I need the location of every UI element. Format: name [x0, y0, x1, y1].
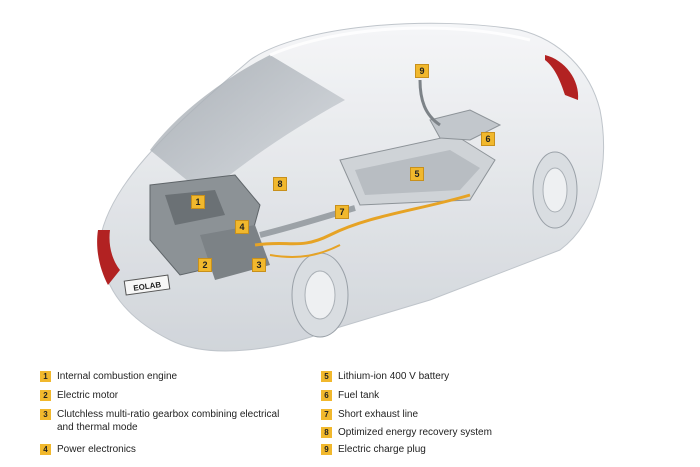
- legend-number: 6: [321, 390, 332, 401]
- legend-item-2: 2 Electric motor: [40, 389, 118, 402]
- legend-item-1: 1 Internal combustion engine: [40, 370, 177, 383]
- rear-wheel: [532, 151, 578, 229]
- legend-item-4: 4 Power electronics: [40, 443, 136, 456]
- front-headlight: [97, 230, 120, 285]
- callout-8: 8: [274, 178, 286, 190]
- legend-label: Electric charge plug: [338, 444, 426, 455]
- legend-number: 2: [40, 390, 51, 401]
- rear-taillight: [545, 55, 579, 100]
- license-plate: EOLAB: [123, 274, 171, 296]
- callout-9: 9: [416, 65, 428, 77]
- legend-label: Clutchless multi-ratio gearbox combining…: [57, 409, 280, 420]
- hv-cable-2: [269, 244, 341, 258]
- callout-1: 1: [192, 196, 204, 208]
- license-plate-text: EOLAB: [133, 280, 162, 293]
- legend-number: 3: [40, 409, 51, 420]
- windshield: [150, 55, 345, 195]
- legend-item-6: 6 Fuel tank: [321, 389, 379, 402]
- legend-label: Lithium-ion 400 V battery: [338, 371, 450, 382]
- front-wheel: [291, 252, 349, 338]
- hv-cable: [254, 193, 471, 247]
- legend-number: 5: [321, 371, 332, 382]
- callout-4: 4: [236, 221, 248, 233]
- legend-label: Fuel tank: [338, 390, 380, 401]
- legend-number: 9: [321, 444, 332, 455]
- legend-item-3: 3 Clutchless multi-ratio gearbox combini…: [40, 408, 279, 434]
- roof-line: [269, 26, 531, 57]
- callout-3: 3: [253, 259, 265, 271]
- legend-item-5: 5 Lithium-ion 400 V battery: [321, 370, 449, 383]
- callout-5: 5: [411, 168, 423, 180]
- legend-label: Power electronics: [57, 444, 136, 455]
- legend-number: 8: [321, 427, 332, 438]
- callout-6: 6: [482, 133, 494, 145]
- legend-number: 4: [40, 444, 51, 455]
- legend-item-9: 9 Electric charge plug: [321, 443, 426, 456]
- legend-label: Internal combustion engine: [57, 371, 178, 382]
- legend-item-7: 7 Short exhaust line: [321, 408, 418, 421]
- legend-label: Electric motor: [57, 390, 119, 401]
- legend-label: Short exhaust line: [338, 409, 419, 420]
- callout-2: 2: [199, 259, 211, 271]
- legend-number: 1: [40, 371, 51, 382]
- callout-7: 7: [336, 206, 348, 218]
- fuel-tank: [429, 109, 502, 141]
- legend-label: Optimized energy recovery system: [338, 427, 492, 438]
- legend-item-8: 8 Optimized energy recovery system: [321, 426, 492, 439]
- charge-plug-cable: [418, 79, 441, 127]
- legend-label-continued: and thermal mode: [57, 422, 138, 433]
- legend-number: 7: [321, 409, 332, 420]
